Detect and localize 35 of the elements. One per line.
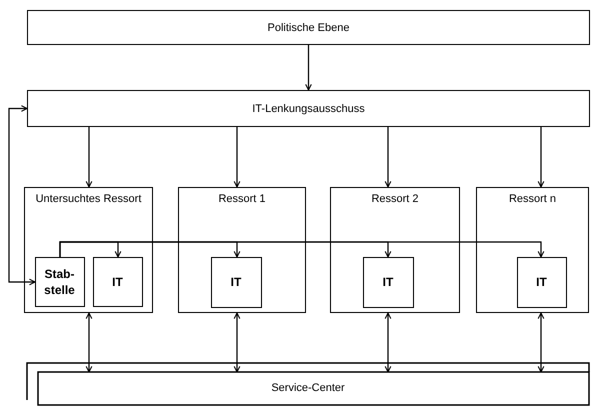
arrow xyxy=(384,312,392,373)
box-label: IT xyxy=(382,274,394,290)
process-box xyxy=(362,256,414,308)
box-label: IT xyxy=(535,274,548,290)
process-box xyxy=(92,256,142,306)
arrow xyxy=(384,127,392,188)
group-title: Ressort n xyxy=(508,192,558,206)
box-label: IT xyxy=(111,274,124,290)
process-box xyxy=(210,256,262,308)
box-label: IT-Lenkungsausschuss xyxy=(252,102,365,116)
group-box xyxy=(330,187,460,313)
process-box xyxy=(516,256,566,308)
group-title: Ressort 2 xyxy=(370,192,420,206)
box-label: IT xyxy=(230,274,242,290)
box-label: Stab- stelle xyxy=(43,266,76,298)
group-box xyxy=(476,187,589,313)
group-title: Untersuchtes Ressort xyxy=(34,192,142,206)
arrow xyxy=(538,312,544,373)
arrow xyxy=(59,241,544,258)
process-box xyxy=(27,10,590,45)
arrow xyxy=(234,127,240,188)
group-title: Ressort 1 xyxy=(217,192,267,206)
stacked-box xyxy=(26,362,590,406)
group-box xyxy=(24,187,153,313)
arrow xyxy=(305,45,312,91)
process-box xyxy=(34,256,84,306)
arrow xyxy=(8,105,36,286)
group-box xyxy=(178,187,306,313)
arrow xyxy=(538,127,544,188)
process-box xyxy=(27,90,590,127)
arrow xyxy=(86,312,92,373)
arrow xyxy=(234,312,240,373)
box-label: Politische Ebene xyxy=(268,20,350,36)
box-label: Service-Center xyxy=(271,381,345,396)
arrow xyxy=(86,127,92,188)
